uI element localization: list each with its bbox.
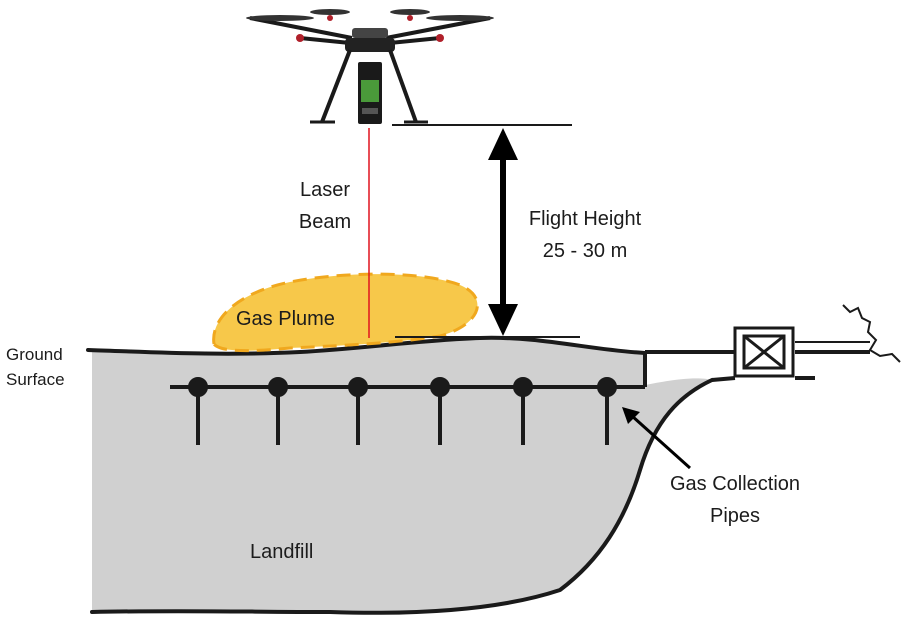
laser-beam-label: Laser Beam [270,174,380,238]
landfill-label: Landfill [250,536,370,568]
laser-beam-label-line-2: Beam [298,211,352,233]
gas-collection-pipes [170,341,870,445]
landfill-label-text: Landfill [250,541,314,563]
flight-height-label-line-2: 25 - 30 m [542,240,628,262]
laser-beam-label-line-1: Laser [299,179,351,201]
gas-collection-pipes-label-line-2: Pipes [709,505,761,527]
ground-surface-label: Ground Surface [6,342,96,392]
double-arrow-icon [488,128,518,336]
landfill-body [88,337,712,613]
flight-height-label: Flight Height 25 - 30 m [500,203,670,267]
gas-collection-pipes-label: Gas Collection Pipes [640,468,830,532]
landfill-outline [86,335,714,615]
ground-surface-label-line-2: Surface [6,370,65,389]
pipes-pointer-arrow [622,407,692,470]
gas-plume [212,272,479,353]
ground-surface-label-line-1: Ground [6,345,63,364]
gas-plume-label: Gas Plume [236,303,376,335]
gas-collection-pipes-label-line-1: Gas Collection [669,473,801,495]
drone-icon [246,9,494,124]
flight-height-label-line-1: Flight Height [528,208,642,230]
pipe-break-mark [842,304,901,363]
valve-box-icon [733,326,795,378]
gas-plume-label-text: Gas Plume [236,308,335,330]
